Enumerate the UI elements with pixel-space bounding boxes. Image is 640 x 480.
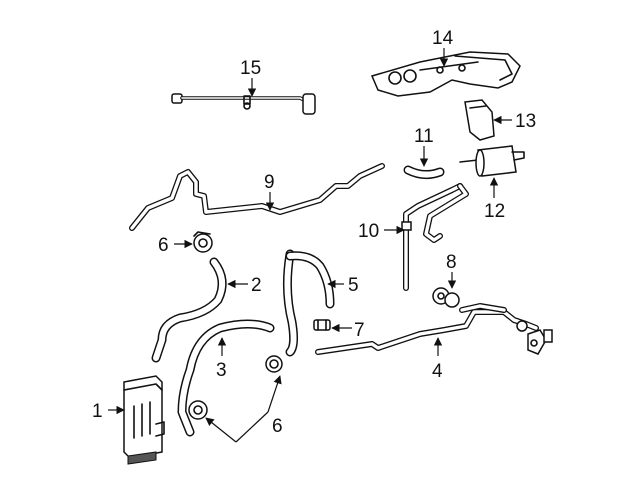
callout-6-lower: 6	[272, 416, 283, 437]
part-6-clamps-lower	[188, 355, 283, 420]
callout-10: 10	[358, 221, 379, 242]
callout-3: 3	[216, 360, 227, 381]
callout-9: 9	[264, 172, 275, 193]
callout-8: 8	[446, 252, 457, 273]
part-14-bracket	[370, 51, 521, 97]
callout-7: 7	[354, 320, 365, 341]
part-5-hose	[282, 249, 335, 357]
part-12-pump	[459, 145, 525, 177]
callout-15: 15	[240, 58, 261, 79]
part-7-connector	[313, 319, 331, 331]
part-10-pipe	[401, 183, 469, 291]
part-2-hose	[151, 257, 227, 363]
callout-1: 1	[92, 401, 103, 422]
part-3-hose	[177, 319, 275, 437]
callout-14: 14	[432, 28, 454, 49]
part-4-tube-assembly	[315, 303, 553, 355]
part-8-clamp	[432, 287, 460, 308]
callout-labels: 1 2 3 4 5 6 6 7 8 9 10 11 12 13 14 15	[92, 28, 536, 437]
callout-11: 11	[414, 126, 434, 147]
part-9-coolant-line	[129, 163, 385, 231]
callout-6-upper: 6	[158, 235, 169, 256]
callout-2: 2	[251, 275, 262, 296]
callout-13: 13	[515, 111, 536, 132]
callout-5: 5	[348, 275, 359, 296]
leader-lines	[108, 48, 512, 443]
part-11-hose	[403, 165, 445, 180]
part-6-clamp-upper	[193, 231, 213, 253]
callout-12: 12	[484, 201, 505, 222]
callout-4: 4	[432, 361, 443, 382]
part-1-heater-unit	[123, 375, 165, 465]
part-13-mount	[464, 99, 495, 141]
part-15-sensor-harness	[171, 93, 316, 115]
